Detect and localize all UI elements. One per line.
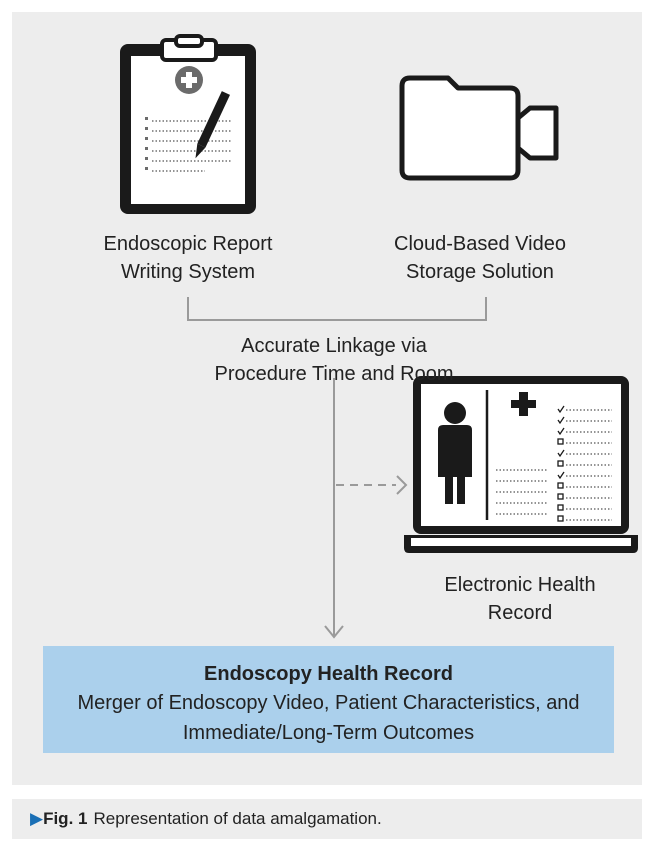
main-down-arrow (324, 378, 344, 639)
result-box-title: Endoscopy Health Record (204, 663, 453, 685)
result-box-line1: Merger of Endoscopy Video, Patient Chara… (77, 692, 580, 714)
linkage-line1: Accurate Linkage via (241, 335, 427, 357)
linkage-label: Accurate Linkage via Procedure Time and … (184, 332, 484, 388)
caption-marker-icon: ▶ (30, 809, 44, 828)
bracket-connector (187, 297, 487, 321)
report-system-line1: Endoscopic Report (103, 233, 273, 255)
figure-caption: ▶Fig. 1 Representation of data amalgamati… (30, 799, 382, 839)
caption-text: Representation of data amalgamation. (93, 809, 382, 828)
linkage-line2: Procedure Time and Room (214, 363, 454, 385)
ehr-label: Electronic Health Record (420, 571, 620, 627)
clipboard-icon (120, 34, 256, 214)
result-box-line2: Immediate/Long-Term Outcomes (182, 722, 475, 744)
laptop-patient-record-icon (404, 376, 638, 553)
dashed-arrow (336, 475, 408, 495)
report-system-label: Endoscopic Report Writing System (68, 230, 308, 286)
video-storage-line2: Storage Solution (406, 261, 554, 283)
endoscopy-health-record-box: Endoscopy Health Record Merger of Endosc… (43, 646, 614, 753)
ehr-line1: Electronic Health (444, 574, 596, 596)
video-storage-label: Cloud-Based Video Storage Solution (360, 230, 600, 286)
video-storage-line1: Cloud-Based Video (394, 233, 566, 255)
figure-caption-bar: ▶Fig. 1 Representation of data amalgamati… (12, 799, 642, 839)
figure-number: Fig. 1 (43, 809, 88, 828)
video-camera-icon (399, 75, 559, 181)
report-system-line2: Writing System (120, 261, 256, 283)
ehr-line2: Record (487, 602, 553, 624)
